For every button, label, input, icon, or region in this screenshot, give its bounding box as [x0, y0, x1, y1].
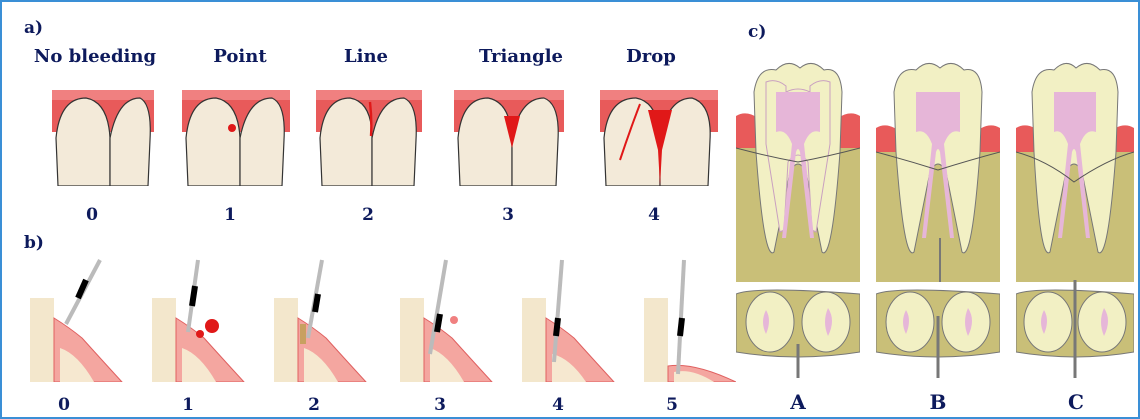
score-a-0: 0	[62, 205, 122, 225]
category-line: Line	[291, 46, 441, 67]
score-b-3: 3	[410, 395, 470, 415]
probe-illustration-2	[274, 258, 374, 382]
probe-illustration-0	[30, 258, 130, 382]
score-a-1: 1	[200, 205, 260, 225]
probe-illustration-5	[644, 258, 744, 382]
score-b-1: 1	[158, 395, 218, 415]
tooth-illustration-1	[182, 90, 290, 186]
score-a-2: 2	[338, 205, 398, 225]
probe-illustration-4	[522, 258, 622, 382]
panel-c-label: c)	[748, 22, 766, 42]
periodontal-illustration-a	[736, 52, 860, 382]
category-drop: Drop	[576, 46, 726, 67]
label-c-a: A	[768, 390, 828, 414]
periodontal-illustration-c	[1016, 52, 1134, 382]
score-b-5: 5	[642, 395, 702, 415]
score-b-2: 2	[284, 395, 344, 415]
probe-illustration-3	[400, 258, 500, 382]
score-b-4: 4	[528, 395, 588, 415]
score-a-4: 4	[624, 205, 684, 225]
label-c-c: C	[1046, 390, 1106, 414]
panel-b-label: b)	[24, 233, 44, 253]
panel-a-label: a)	[24, 18, 43, 38]
score-a-3: 3	[478, 205, 538, 225]
category-triangle: Triangle	[446, 46, 596, 67]
score-b-0: 0	[34, 395, 94, 415]
tooth-illustration-0	[52, 90, 154, 186]
category-no-bleeding: No bleeding	[20, 46, 170, 67]
tooth-illustration-4	[600, 90, 718, 186]
tooth-illustration-2	[316, 90, 422, 186]
tooth-illustration-3	[454, 90, 564, 186]
probe-illustration-1	[152, 258, 252, 382]
label-c-b: B	[908, 390, 968, 414]
periodontal-illustration-b	[876, 52, 1000, 382]
